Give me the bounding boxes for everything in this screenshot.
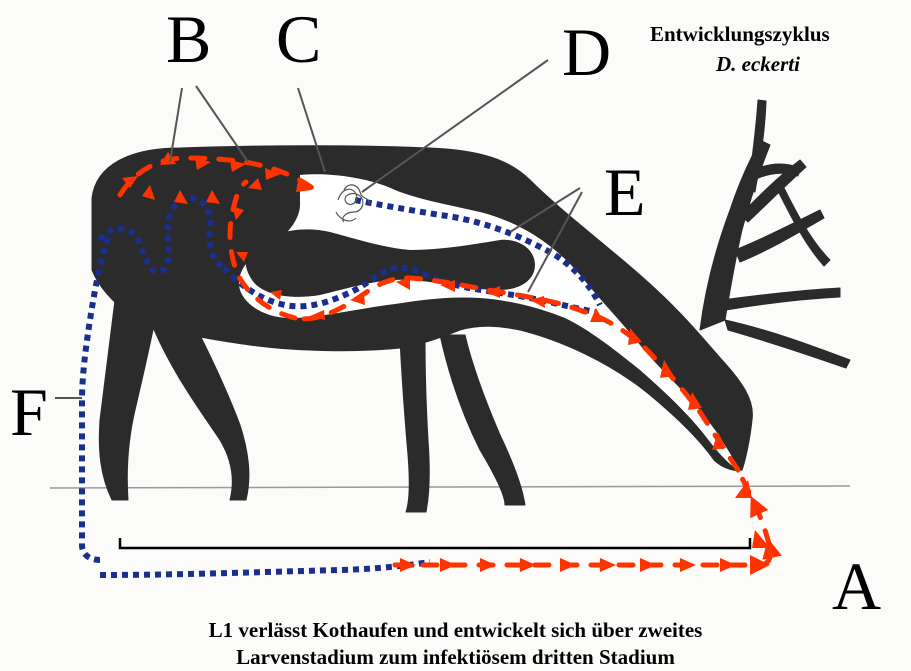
label-e: E xyxy=(604,158,646,226)
label-a: A xyxy=(832,552,881,620)
label-b: B xyxy=(166,5,211,73)
label-f: F xyxy=(10,378,48,446)
label-d: D xyxy=(562,18,611,86)
diagram-species: D. eckerti xyxy=(716,52,800,77)
diagram-title: Entwicklungszyklus xyxy=(650,22,830,47)
ground-line xyxy=(50,486,850,488)
ground-bracket xyxy=(120,538,750,548)
label-c: C xyxy=(276,5,321,73)
caption-line-1: L1 verlässt Kothaufen und entwickelt sic… xyxy=(0,618,911,643)
caption-line-2: Larvenstadium zum infektiösem dritten St… xyxy=(0,645,911,670)
